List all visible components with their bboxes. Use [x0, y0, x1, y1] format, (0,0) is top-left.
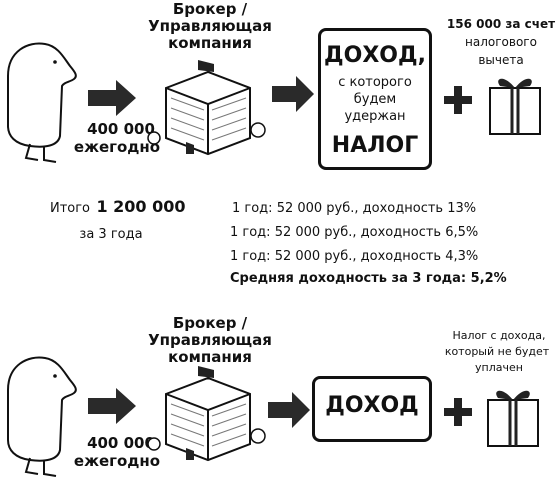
plus-icon: [444, 398, 472, 426]
broker-title-line2: Управляющая: [148, 331, 272, 349]
gift-box-icon: [487, 390, 539, 447]
yield-line: 1 год: 52 000 руб., доходность 13%: [232, 201, 477, 216]
period-label: ежегодно: [73, 138, 161, 156]
plus-icon: [444, 86, 472, 114]
income-title: ДОХОД,: [324, 43, 426, 68]
income-tax: НАЛОГ: [331, 133, 419, 158]
tax-note-line1: Налог с дохода,: [452, 329, 546, 342]
yield-line: 1 год: 52 000 руб., доходность 6,5%: [230, 225, 479, 240]
income-line: с которого: [338, 75, 412, 90]
gift-caption-line2: налогового: [465, 35, 537, 49]
arrow-right-icon: [268, 392, 310, 428]
income-title: ДОХОД: [325, 393, 419, 418]
broker-title-line3: компания: [168, 34, 252, 52]
person-figure-icon: [7, 42, 77, 163]
tax-note-line2: который не будет: [444, 345, 550, 358]
arrow-right-icon: [88, 388, 136, 424]
tax-note-line3: уплачен: [475, 361, 523, 374]
amount-label: 400 000: [87, 120, 155, 138]
broker-title-line1: Брокер /: [172, 314, 248, 332]
income-box: [312, 376, 432, 442]
gift-caption-line3: вычета: [478, 53, 524, 67]
gift-box-icon: [489, 78, 541, 135]
office-building-icon: [147, 60, 266, 156]
arrow-right-icon: [272, 76, 314, 112]
total-value: 1 200 000: [96, 197, 186, 216]
income-box: [318, 28, 432, 170]
arrow-right-icon: [88, 80, 136, 116]
total-label: Итого: [49, 201, 91, 216]
period-label: ежегодно: [73, 452, 161, 470]
person-figure-icon: [7, 356, 77, 477]
total-period: за 3 года: [79, 227, 143, 242]
gift-caption-line1: 156 000 за счет: [446, 17, 556, 31]
income-line: будем: [353, 92, 397, 107]
yield-line: 1 год: 52 000 руб., доходность 4,3%: [230, 249, 479, 264]
broker-title-line1: Брокер /: [172, 0, 248, 18]
income-line: удержан: [344, 109, 406, 124]
average-yield: Средняя доходность за 3 года: 5,2%: [230, 271, 507, 286]
broker-title-line3: компания: [168, 348, 252, 366]
broker-title-line2: Управляющая: [148, 17, 272, 35]
amount-label: 400 000: [87, 434, 155, 452]
office-building-icon: [147, 366, 266, 462]
